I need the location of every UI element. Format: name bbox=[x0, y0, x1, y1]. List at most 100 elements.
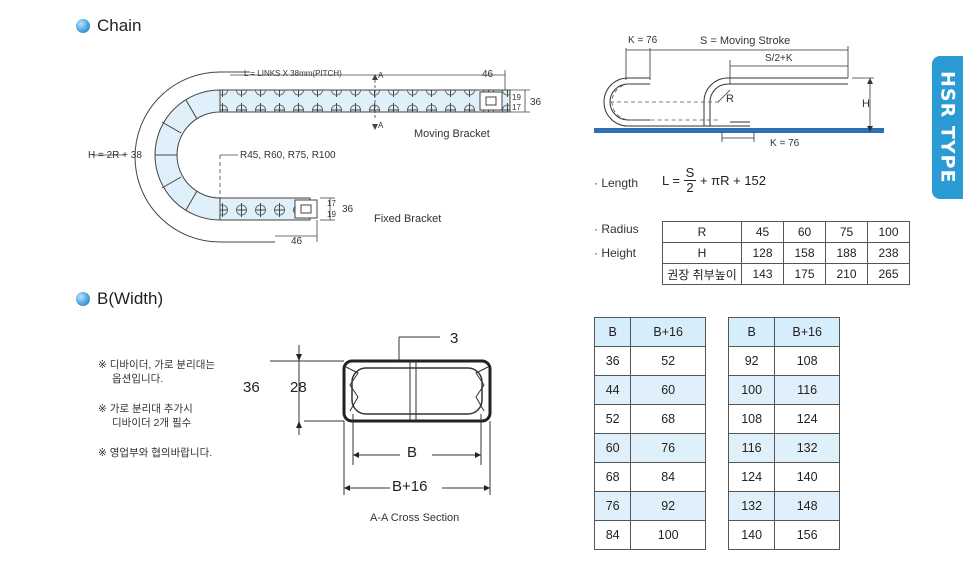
formula-lhs: L = bbox=[662, 173, 680, 188]
table-cell: 52 bbox=[593, 404, 632, 434]
hsr-type-label: HSR TYPE bbox=[936, 71, 959, 184]
table-cell: 100 bbox=[630, 520, 706, 550]
table-cell: 60 bbox=[593, 433, 632, 463]
bottom-dim-46: 46 bbox=[291, 236, 303, 247]
spec-cell: 75 bbox=[825, 221, 868, 243]
stroke-r-label: R bbox=[726, 93, 734, 105]
table-cell: 132 bbox=[774, 433, 840, 463]
stroke-k-bottom: K = 76 bbox=[770, 138, 800, 149]
cross-section-caption: A-A Cross Section bbox=[370, 512, 460, 524]
table-cell: 100 bbox=[727, 375, 776, 405]
radius-label: · Radius bbox=[594, 222, 639, 236]
table-cell: 140 bbox=[774, 462, 840, 492]
note-line: 디바이더 2개 필수 bbox=[112, 417, 192, 429]
table-cell: 60 bbox=[630, 375, 706, 405]
table-cell: 116 bbox=[727, 433, 776, 463]
spec-cell: 158 bbox=[783, 242, 826, 264]
table-cell: 92 bbox=[630, 491, 706, 521]
dim-3-label: 3 bbox=[450, 330, 459, 347]
table-cell: 156 bbox=[774, 520, 840, 550]
top-dim-36: 36 bbox=[530, 97, 542, 108]
column-header: B bbox=[593, 317, 632, 347]
dim-b-label: B bbox=[407, 444, 418, 461]
bullet-icon bbox=[76, 292, 90, 306]
spec-cell: 188 bbox=[825, 242, 868, 264]
stroke-s2k-label: S/2+K bbox=[765, 53, 793, 64]
table-cell: 108 bbox=[774, 346, 840, 376]
formula-denominator: 2 bbox=[686, 180, 694, 195]
spec-cell: 210 bbox=[825, 263, 868, 285]
spec-row-mount: 권장 취부높이 143 175 210 265 bbox=[662, 263, 910, 285]
spec-cell: 권장 취부높이 bbox=[662, 263, 742, 285]
note-line: ※ 영업부와 협의바랍니다. bbox=[98, 447, 213, 459]
spec-cell: 238 bbox=[867, 242, 910, 264]
column-header: B bbox=[727, 317, 776, 347]
bottom-dim-17: 17 bbox=[327, 199, 336, 208]
table-cell: 132 bbox=[727, 491, 776, 521]
table-cell: 68 bbox=[630, 404, 706, 434]
width-title-text: B(Width) bbox=[97, 289, 164, 308]
bottom-dim-36: 36 bbox=[342, 204, 354, 215]
dim-28-label: 28 bbox=[290, 379, 307, 396]
chain-section-title: Chain bbox=[76, 16, 141, 36]
spec-row-h: H 128 158 188 238 bbox=[662, 242, 910, 264]
table-cell: 76 bbox=[593, 491, 632, 521]
height-dimension-label: H = 2R + 38 bbox=[88, 150, 142, 161]
stroke-moving-label: S = Moving Stroke bbox=[700, 35, 791, 47]
fixed-bracket-label: Fixed Bracket bbox=[374, 213, 442, 225]
cross-section-diagram bbox=[270, 336, 492, 495]
note-1: ※ 디바이더, 가로 분리대는 옵션입니다. bbox=[98, 358, 215, 386]
table-cell: 52 bbox=[630, 346, 706, 376]
table-cell: 124 bbox=[774, 404, 840, 434]
formula-numerator: S bbox=[685, 165, 695, 180]
fraction-bar bbox=[683, 180, 696, 181]
note-line: ※ 가로 분리대 추가시 bbox=[98, 403, 193, 415]
table-cell: 36 bbox=[593, 346, 632, 376]
spec-cell: 60 bbox=[783, 221, 826, 243]
note-line: ※ 디바이더, 가로 분리대는 bbox=[98, 359, 216, 371]
width-section-title: B(Width) bbox=[76, 289, 163, 309]
length-formula: L = S 2 + πR + 152 bbox=[662, 166, 766, 195]
column-header: B+16 bbox=[774, 317, 840, 347]
length-dimension-label: L = LINKS X 38mm(PITCH) bbox=[244, 69, 342, 78]
stroke-k-top: K = 76 bbox=[628, 35, 658, 46]
column-header: B+16 bbox=[630, 317, 706, 347]
dim-36-label: 36 bbox=[243, 379, 260, 396]
top-dim-17: 17 bbox=[512, 103, 521, 112]
spec-cell: 175 bbox=[783, 263, 826, 285]
top-dim-46: 46 bbox=[482, 69, 494, 80]
spec-cell: 265 bbox=[867, 263, 910, 285]
stroke-diagram bbox=[594, 46, 884, 142]
table-cell: 108 bbox=[727, 404, 776, 434]
table-cell: 44 bbox=[593, 375, 632, 405]
note-3: ※ 영업부와 협의바랍니다. bbox=[98, 446, 212, 460]
moving-bracket-label: Moving Bracket bbox=[414, 128, 490, 140]
formula-fraction: S 2 bbox=[683, 165, 696, 195]
table-cell: 124 bbox=[727, 462, 776, 492]
table-cell: 76 bbox=[630, 433, 706, 463]
base-rail bbox=[594, 128, 884, 133]
hsr-type-tab: HSR TYPE bbox=[932, 56, 963, 199]
spec-cell: 100 bbox=[867, 221, 910, 243]
height-label: · Height bbox=[594, 246, 637, 260]
spec-row-r: R 45 60 75 100 bbox=[662, 221, 910, 243]
radius-dimension-label: R45, R60, R75, R100 bbox=[240, 150, 336, 161]
table-cell: 68 bbox=[593, 462, 632, 492]
section-mark-top: A bbox=[378, 71, 384, 80]
dim-b16-label: B+16 bbox=[392, 478, 428, 495]
table-header-row: B B+16 bbox=[727, 317, 840, 347]
table-cell: 92 bbox=[727, 346, 776, 376]
table-cell: 116 bbox=[774, 375, 840, 405]
